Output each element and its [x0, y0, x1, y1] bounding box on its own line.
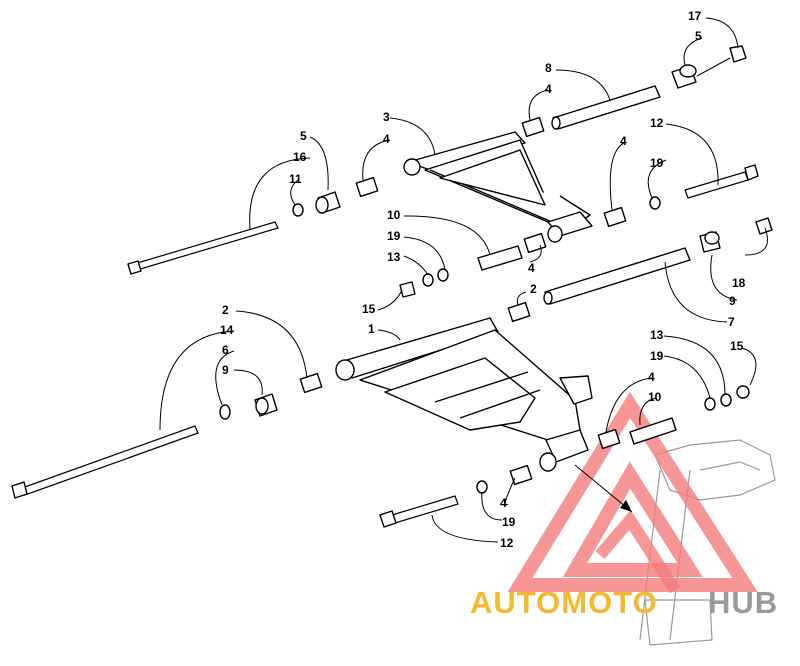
callout-4: 4	[383, 132, 390, 146]
part-9-bushing-left	[254, 393, 278, 417]
callout-9: 9	[222, 363, 229, 377]
callout-4: 4	[545, 82, 552, 96]
callout-4: 4	[500, 496, 507, 510]
callout-18: 18	[732, 276, 746, 290]
callout-15: 15	[362, 302, 376, 316]
part-17-nut	[696, 45, 747, 77]
callout-17: 17	[688, 9, 702, 23]
part-12-bolt-lower	[379, 495, 459, 528]
callout-9: 9	[729, 294, 736, 308]
callout-4: 4	[648, 370, 655, 384]
part-1-lower-a-arm	[335, 317, 593, 472]
watermark-check	[595, 509, 681, 594]
callout-19: 19	[650, 156, 664, 170]
callout-10: 10	[387, 208, 401, 222]
part-7-tube	[543, 247, 691, 305]
part-14-bolt	[11, 425, 199, 499]
watermark-text-hub: HUB	[708, 585, 778, 620]
callout-11: 11	[289, 172, 302, 186]
part-19-washer-d	[476, 480, 488, 494]
part-19-washer-b	[437, 268, 449, 282]
callout-4: 4	[620, 134, 627, 148]
callout-13: 13	[650, 328, 664, 342]
callout-2: 2	[530, 282, 537, 296]
part-4-bushing-d	[523, 232, 547, 254]
callout-12: 12	[500, 536, 514, 550]
part-3-upper-a-arm	[403, 131, 593, 243]
part-8-tube	[551, 85, 661, 130]
callout-19: 19	[650, 349, 664, 363]
callout-19: 19	[387, 229, 401, 243]
callout-1: 1	[368, 322, 375, 336]
watermark-text: AUTOMOTO HUB	[470, 585, 778, 620]
callout-6: 6	[222, 343, 229, 357]
callout-16: 16	[293, 150, 307, 164]
callout-10: 10	[648, 390, 662, 404]
part-4-bushing-f	[509, 464, 533, 486]
callout-8: 8	[545, 61, 552, 75]
watermark-text-automoto: AUTOMOTO	[470, 585, 658, 620]
part-6-washer	[219, 404, 231, 420]
part-5-bushing-top	[671, 64, 697, 89]
callout-labels: 17 5 8 4 12 3 4 5 16 11 4 19 10 19 13 4 …	[220, 9, 746, 550]
part-15-nut-b	[736, 385, 750, 399]
part-10-sleeve-lower	[629, 417, 677, 445]
part-12-bolt-upper	[684, 164, 759, 199]
part-11-washer	[292, 203, 304, 217]
callout-15: 15	[730, 339, 744, 353]
part-4-bushing-b	[355, 176, 379, 198]
part-10-sleeve-upper	[477, 245, 523, 271]
callout-19: 19	[502, 515, 516, 529]
watermark-triangle-inner	[562, 461, 703, 577]
callout-7: 7	[728, 315, 735, 329]
part-19-washer-a	[649, 196, 661, 210]
leader-lines	[159, 17, 768, 543]
part-4-bushing-c	[603, 206, 627, 228]
part-18-nut	[755, 217, 773, 235]
watermark-logo	[507, 391, 758, 594]
part-15-nut-a	[399, 281, 416, 298]
part-5-bushing-left	[315, 191, 341, 214]
callout-5: 5	[695, 29, 702, 43]
part-4-bushing-e	[597, 428, 621, 450]
callout-13: 13	[387, 250, 401, 264]
part-13-washer-b	[704, 397, 716, 411]
callout-14: 14	[220, 323, 234, 337]
callout-2: 2	[222, 303, 229, 317]
part-4-bushing-a	[521, 116, 545, 138]
alignment-arrow	[574, 464, 633, 513]
callout-5: 5	[300, 129, 307, 143]
part-19-washer-c	[720, 393, 732, 407]
part-2-bushing-b	[299, 372, 323, 394]
part-16-bolt	[127, 221, 279, 275]
callout-3: 3	[383, 110, 390, 124]
part-9-bushing-right	[699, 231, 721, 253]
part-13-washer-a	[422, 273, 434, 287]
part-2-bushing-a	[507, 301, 531, 323]
watermark-triangle-outer	[507, 391, 758, 592]
callout-4: 4	[528, 261, 535, 275]
callout-12: 12	[650, 116, 664, 130]
